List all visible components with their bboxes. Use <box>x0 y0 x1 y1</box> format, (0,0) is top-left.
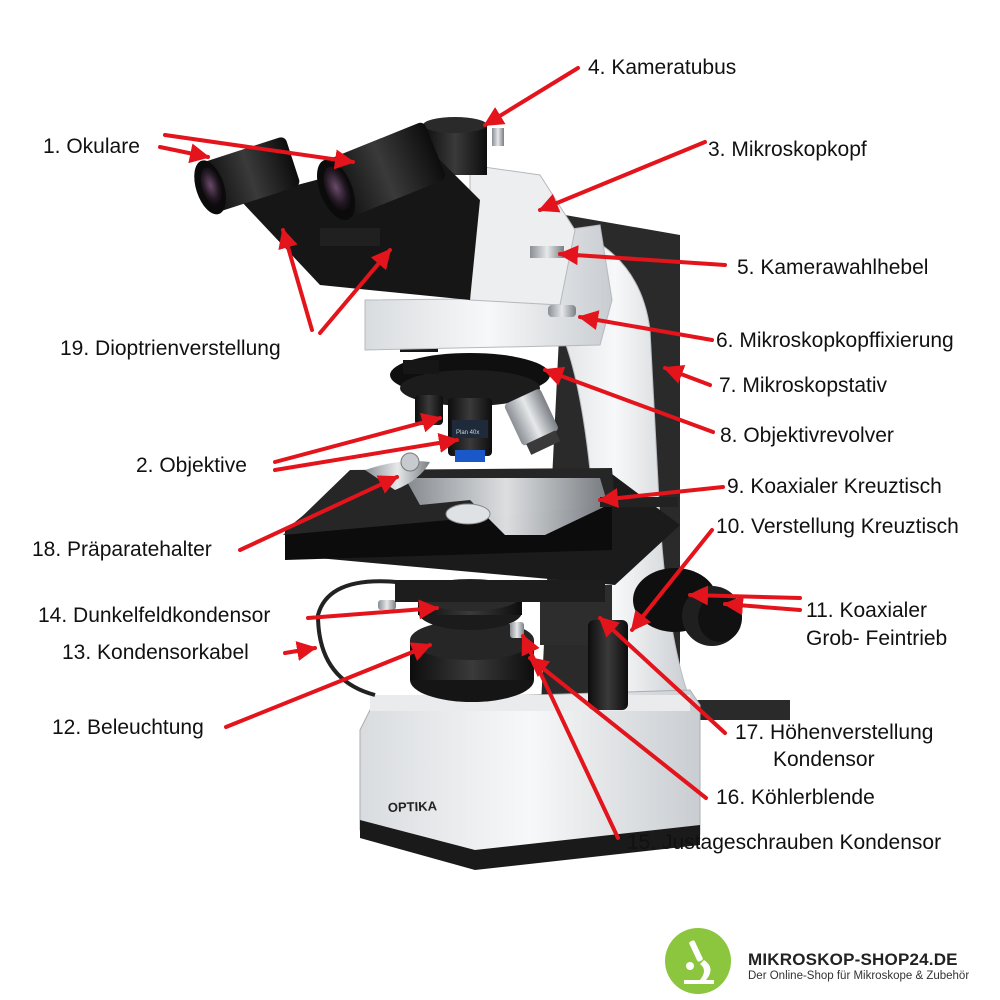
arrow-dunkelfeld <box>308 608 437 618</box>
label-mikroskopkopf: 3. Mikroskopkopf <box>708 138 867 162</box>
label-mikroskopstativ: 7. Mikroskopstativ <box>719 374 887 398</box>
label-mikroskopkopffixierung: 6. Mikroskopkopffixierung <box>716 329 954 353</box>
nosepiece-objectives: Plan 40x <box>390 338 564 462</box>
device-brand-text: OPTIKA <box>388 798 438 815</box>
label-justageschrauben: 15. Justageschrauben Kondensor <box>627 831 941 855</box>
label-objektivrevolver: 8. Objektivrevolver <box>720 424 894 448</box>
label-dunkelfeldkondensor: 14. Dunkelfeldkondensor <box>38 604 270 628</box>
label-verstellung-kreuztisch: 10. Verstellung Kreuztisch <box>716 515 959 539</box>
label-hoehenverstellung-line1: 17. Höhenverstellung <box>735 721 933 745</box>
shop-name: MIKROSKOP-SHOP24.DE <box>748 950 958 970</box>
label-hoehenverstellung-line2: Kondensor <box>773 748 875 772</box>
objective-marking: Plan 40x <box>456 430 479 436</box>
microscope-head <box>188 117 612 350</box>
arrow-kameratubus <box>485 68 578 125</box>
arrow-kabel <box>285 648 315 653</box>
label-koaxialer-kreuztisch: 9. Koaxialer Kreuztisch <box>727 475 942 499</box>
label-okulare: 1. Okulare <box>43 135 140 159</box>
arrow-mikroskopkopf <box>540 142 705 210</box>
label-beleuchtung: 12. Beleuchtung <box>52 716 204 740</box>
label-praeparatehalter: 18. Präparatehalter <box>32 538 212 562</box>
arrow-okulare-1 <box>160 147 208 157</box>
label-kameratubus: 4. Kameratubus <box>588 56 736 80</box>
label-koaxialer-trieb-line2: Grob- Feintrieb <box>806 627 947 651</box>
label-dioptrienverstellung: 19. Dioptrienverstellung <box>60 337 281 361</box>
label-koaxialer-trieb-line1: 11. Koaxialer <box>806 599 927 623</box>
label-kondensorkabel: 13. Kondensorkabel <box>62 641 249 665</box>
shop-tagline: Der Online-Shop für Mikroskope & Zubehör <box>748 970 969 982</box>
label-objektive: 2. Objektive <box>136 454 247 478</box>
shop-logo <box>665 928 731 994</box>
label-koehlerblende: 16. Köhlerblende <box>716 786 875 810</box>
label-kamerawahlhebel: 5. Kamerawahlhebel <box>737 256 928 280</box>
